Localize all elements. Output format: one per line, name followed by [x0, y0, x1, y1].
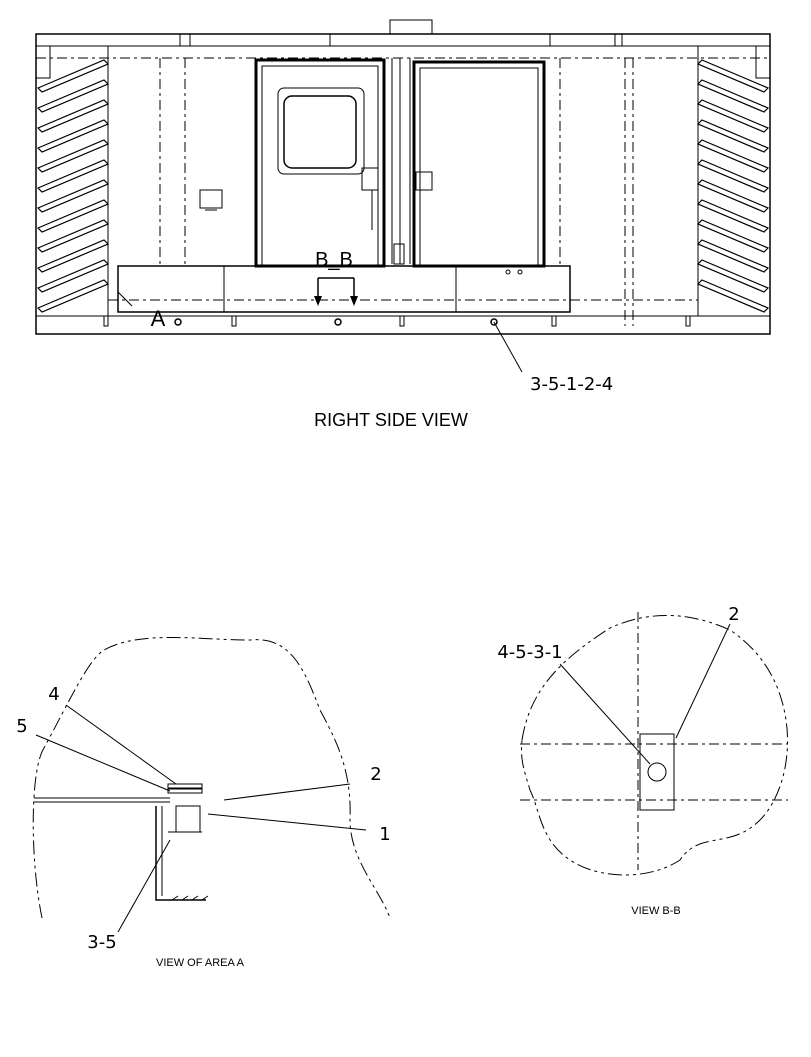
part-5-gasket	[167, 788, 203, 794]
left-door-handle	[361, 167, 379, 191]
louver-blade	[36, 59, 110, 93]
callout-leader	[493, 321, 523, 373]
view-b-b: 4-5-3-1 2 VIEW B-B	[497, 604, 789, 917]
roof-lifting-eye	[389, 19, 433, 35]
louver-blade	[696, 139, 770, 173]
louver-blade	[696, 59, 770, 93]
louver-blade	[696, 279, 770, 313]
part-4-washer	[167, 783, 203, 789]
louver-blade	[36, 139, 110, 173]
area-a-detail-boundary	[32, 637, 391, 919]
louver-blade	[36, 279, 110, 313]
louver-blade	[36, 99, 110, 133]
louver-blade	[36, 179, 110, 213]
callout-1: 1	[379, 824, 390, 845]
louver-blade	[696, 239, 770, 273]
louver-blade	[36, 199, 110, 233]
callout-3-5-1-2-4: 3-5-1-2-4	[530, 374, 613, 395]
callout-4-5-3-1: 4-5-3-1	[497, 642, 562, 663]
callout-2-bb: 2	[728, 604, 739, 625]
right-side-view: B_B A 3-5-1-2-4 RIGHT SIDE VIEW	[35, 19, 771, 430]
louver-blade	[36, 79, 110, 113]
louver-blade	[696, 179, 770, 213]
right-door-handle	[415, 171, 433, 191]
area-a-label: A	[151, 306, 166, 331]
enclosure-outline	[35, 33, 771, 335]
left-access-door	[254, 58, 386, 268]
louver-blade	[36, 219, 110, 253]
louver-blade	[696, 99, 770, 133]
louver-blade	[696, 199, 770, 233]
right-access-door	[412, 60, 546, 268]
section-bb-boundary	[521, 615, 789, 876]
callout-4: 4	[48, 684, 59, 705]
part-1-bolt	[647, 762, 667, 782]
wall-control-box	[199, 189, 223, 209]
view-of-area-a-title: VIEW OF AREA A	[156, 957, 245, 969]
louver-blade	[696, 259, 770, 293]
louver-blade	[696, 119, 770, 153]
louver-blade	[36, 159, 110, 193]
part-1-bolt-head	[175, 805, 201, 833]
view-b-b-title: VIEW B-B	[631, 905, 681, 917]
louver-blade	[36, 239, 110, 273]
view-of-area-a: 4 5 2 1 3-5 VIEW OF AREA A	[16, 637, 391, 969]
louver-blade	[696, 79, 770, 113]
louver-blade	[36, 259, 110, 293]
callout-3-5: 3-5	[87, 932, 116, 953]
callout-2: 2	[370, 764, 381, 785]
callout-5: 5	[16, 716, 27, 737]
base-tank	[117, 265, 571, 313]
louver-blade	[36, 119, 110, 153]
louver-blade	[696, 159, 770, 193]
louver-blade	[696, 219, 770, 253]
left-louver-panel	[35, 45, 110, 316]
section-bb-label: B_B	[315, 249, 353, 271]
skid-lugs	[103, 316, 691, 327]
right-side-view-title: RIGHT SIDE VIEW	[314, 410, 468, 430]
part-2-plate	[639, 733, 675, 811]
right-louver-panel	[696, 45, 771, 316]
